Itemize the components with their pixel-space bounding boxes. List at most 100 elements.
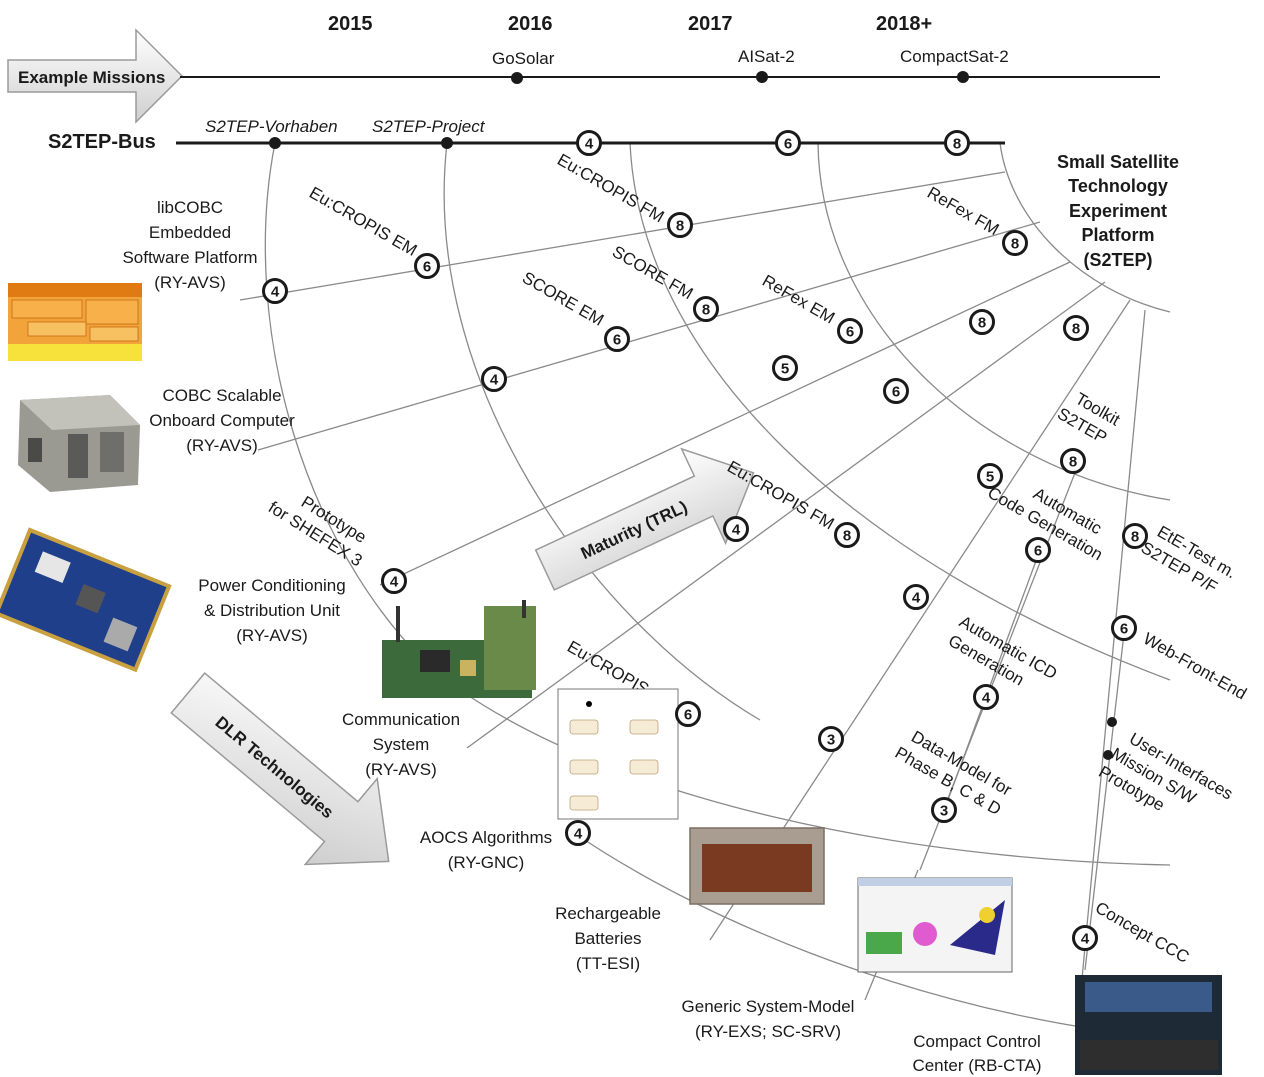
svg-text:8: 8 [843,528,851,545]
svg-text:8: 8 [1069,454,1077,471]
svg-text:libCOBC: libCOBC [157,198,223,217]
svg-text:SCORE FM: SCORE FM [609,242,696,303]
svg-text:DLR Technologies: DLR Technologies [212,713,338,823]
trl-node-bus-4: 4 [576,130,602,156]
ui-dot-1 [1107,717,1117,727]
svg-text:ReFex EM: ReFex EM [759,271,838,328]
svg-text:4: 4 [912,590,921,607]
trl-node-sw-6a: 6 [883,378,909,404]
svg-text:Eu:CROPIS FM: Eu:CROPIS FM [554,150,667,226]
svg-text:3: 3 [827,732,835,749]
trl-node-bus-6: 6 [775,130,801,156]
svg-text:Compact Control: Compact Control [913,1032,1041,1051]
svg-text:Experiment: Experiment [1069,201,1167,221]
mission-gosolar: GoSolar [492,49,555,68]
trl-node-eucropis-em-1: 6 [414,253,440,279]
svg-text:COBC Scalable: COBC Scalable [162,386,281,405]
missions: GoSolar AISat-2 CompactSat-2 [492,47,1009,84]
svg-text:5: 5 [986,469,994,486]
tech-libcobc: libCOBC Embedded Software Platform (RY-A… [122,198,257,292]
svg-text:6: 6 [846,324,854,341]
trl-node-sw-8a: 8 [969,309,995,335]
trl-node-dm-3: 3 [931,797,957,823]
trl-node-score-em: 6 [604,326,630,352]
svg-text:Communication: Communication [342,710,460,729]
svg-text:4: 4 [574,826,583,843]
trl-node-aocs-4: 4 [565,820,591,846]
svg-text:(RY-EXS; SC-SRV): (RY-EXS; SC-SRV) [695,1022,841,1041]
year-2018: 2018+ [876,13,932,35]
svg-text:6: 6 [784,136,792,153]
svg-text:3: 3 [940,803,948,820]
svg-text:8: 8 [978,315,986,332]
svg-text:(TT-ESI): (TT-ESI) [576,954,640,973]
milestone-vorhaben: S2TEP-Vorhaben [205,117,338,136]
svg-text:Software Platform: Software Platform [122,248,257,267]
svg-text:Concept CCC: Concept CCC [1092,898,1192,967]
arc-2018 [999,142,1171,313]
svg-text:6: 6 [684,707,692,724]
trl-node-refex-em: 6 [837,318,863,344]
svg-text:Eu:CROPIS EM: Eu:CROPIS EM [306,183,420,260]
arc-2016 [443,142,761,721]
svg-text:4: 4 [490,372,499,389]
svg-text:4: 4 [982,690,991,707]
svg-text:Embedded: Embedded [149,223,231,242]
trl-node-toolkit-8: 8 [1060,448,1086,474]
svg-text:6: 6 [1120,621,1128,638]
trl-node-batt-4: 4 [903,584,929,610]
mission-compactsat2: CompactSat-2 [900,47,1009,66]
svg-text:4: 4 [390,574,399,591]
battery-image [689,827,825,905]
comm-system-image [382,600,536,698]
svg-text:Onboard Computer: Onboard Computer [149,411,295,430]
svg-text:ReFex FM: ReFex FM [924,183,1002,239]
year-2016: 2016 [508,13,553,35]
svg-text:4: 4 [1081,931,1090,948]
svg-text:(RY-GNC): (RY-GNC) [448,853,525,872]
svg-text:8: 8 [1011,236,1019,253]
svg-text:6: 6 [423,259,431,276]
svg-text:4: 4 [585,136,594,153]
ui-dot-2 [1103,750,1113,760]
svg-text:5: 5 [781,361,789,378]
svg-text:6: 6 [892,384,900,401]
svg-text:Web-Front-End: Web-Front-End [1140,629,1250,703]
trl-node-cobc-5: 5 [772,355,798,381]
tech-prototype: Prototype for SHEFEX 3 [265,492,370,570]
tech-pcdu: Power Conditioning & Distribution Unit (… [198,576,345,645]
svg-text:Center (RB-CTA): Center (RB-CTA) [912,1056,1041,1075]
trl-node-bus-8: 8 [944,130,970,156]
trl-node-autocode-5: 5 [977,463,1003,489]
line-libcobc [239,171,1006,301]
svg-text:Technology: Technology [1068,176,1168,196]
svg-text:6: 6 [1034,543,1042,560]
example-missions-arrow: Example Missions [7,28,184,124]
milestone-project: S2TEP-Project [372,117,486,136]
trl-node-libcobc-4: 4 [262,278,288,304]
svg-text:6: 6 [613,332,621,349]
tech-batteries: Rechargeable Batteries (TT-ESI) [555,904,661,973]
sysmodel-screenshot-image [857,877,1013,973]
arc-2015 [264,142,456,691]
trl-node-pcdu-4: 4 [381,568,407,594]
line-ccc [1079,309,1146,1001]
mission-aisat2: AISat-2 [738,47,795,66]
svg-text:(RY-AVS): (RY-AVS) [154,273,226,292]
tech-cobc: COBC Scalable Onboard Computer (RY-AVS) [149,386,295,455]
line-comm [466,281,1106,749]
svg-text:(S2TEP): (S2TEP) [1083,250,1152,270]
svg-text:8: 8 [953,136,961,153]
year-labels: 2015 2016 2017 2018+ [328,13,932,35]
arc-2017b [817,142,1171,501]
trl-node-icd-4: 4 [973,684,999,710]
svg-text:8: 8 [1072,321,1080,338]
svg-text:SCORE EM: SCORE EM [519,268,607,330]
tech-comm: Communication System (RY-AVS) [342,710,460,779]
statemachine-image [557,688,679,820]
arc-labels: Eu:CROPIS EM Eu:CROPIS FM SCORE EM SCORE… [306,150,1002,714]
line-pcdu [379,261,1071,586]
trl-node-ete-8: 8 [1122,523,1148,549]
svg-text:Platform: Platform [1081,225,1154,245]
